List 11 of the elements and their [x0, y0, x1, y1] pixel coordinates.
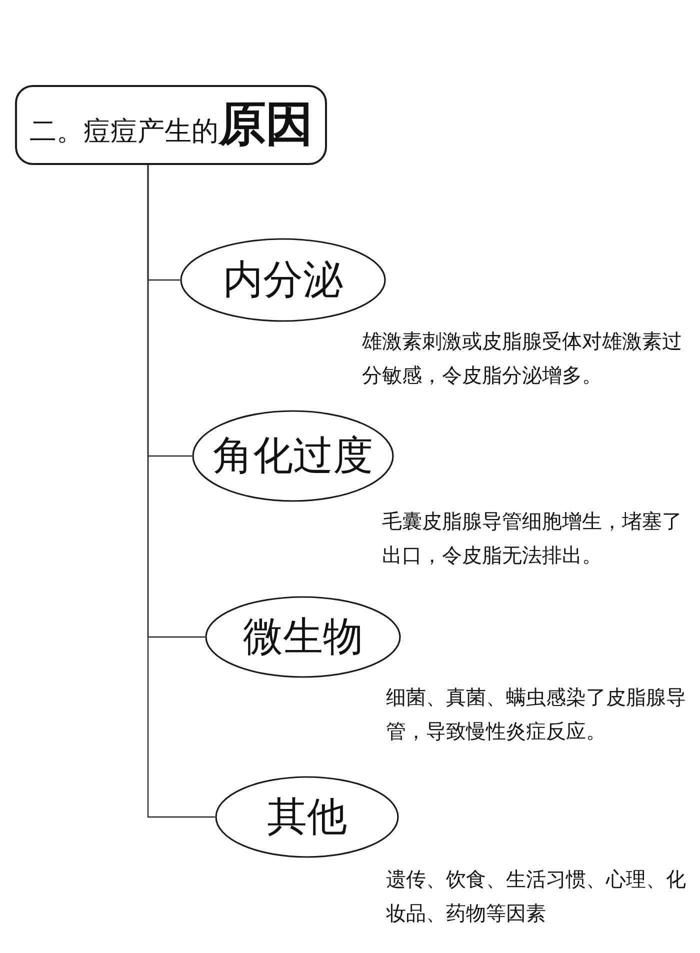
- description-text: 雄激素刺激或皮脂腺受体对雄激素过分敏感，令皮脂分泌增多。: [362, 328, 683, 389]
- connector-line: [147, 165, 215, 818]
- description-text: 遗传、饮食、生活习惯、心理、化妆品、药物等因素: [386, 866, 686, 927]
- topic-label: 内分泌: [223, 256, 343, 304]
- topic-label: 其他: [267, 793, 347, 841]
- title-box: [15, 85, 327, 165]
- topic-label: 微生物: [243, 613, 363, 661]
- description-text: 细菌、真菌、螨虫感染了皮脂腺导管，导致慢性炎症反应。: [386, 684, 687, 745]
- description-text: 毛囊皮脂腺导管细胞增生，堵塞了出口，令皮脂无法排出。: [382, 508, 683, 569]
- title-text: 二。痘痘产生的原因: [30, 96, 312, 154]
- topic-label: 角化过度: [213, 432, 373, 480]
